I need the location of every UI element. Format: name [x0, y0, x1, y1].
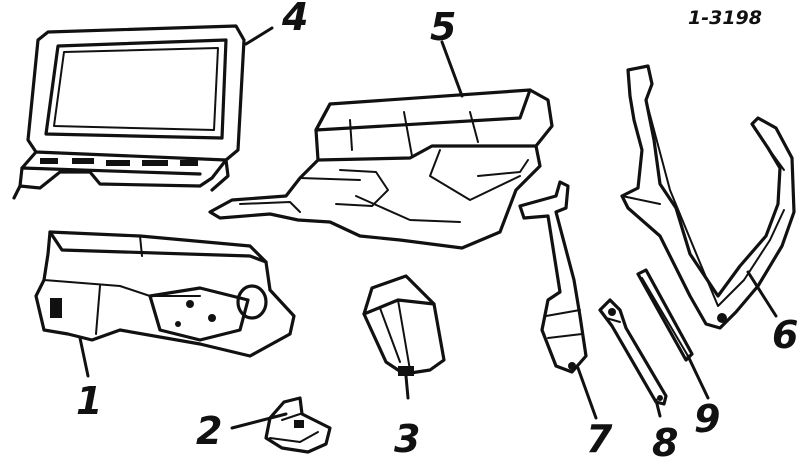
callout-label-4: 4 [281, 0, 308, 39]
callout-label-3: 3 [394, 417, 420, 461]
part-3-storage-box [362, 274, 446, 376]
part-5-floor-pan [208, 88, 554, 250]
callout-label-1: 1 [76, 379, 102, 423]
callout-label-6: 6 [772, 313, 798, 357]
part-6-frame-hoop [620, 64, 796, 330]
callout-label-5: 5 [430, 5, 456, 49]
leader-lines [78, 26, 778, 430]
figure-reference-code: 1-3198 [688, 7, 762, 29]
part-9-rod [636, 268, 694, 362]
callout-label-7: 7 [586, 417, 613, 461]
part-4-windshield-frame [12, 24, 246, 200]
callout-label-9: 9 [694, 397, 720, 441]
callout-label-8: 8 [652, 421, 678, 465]
part-7-support-bracket [518, 180, 588, 374]
part-2-bracket [264, 396, 332, 454]
part-8-strap [598, 298, 668, 406]
callout-label-2: 2 [196, 409, 222, 453]
part-1-cowl-side-panel [34, 230, 296, 358]
